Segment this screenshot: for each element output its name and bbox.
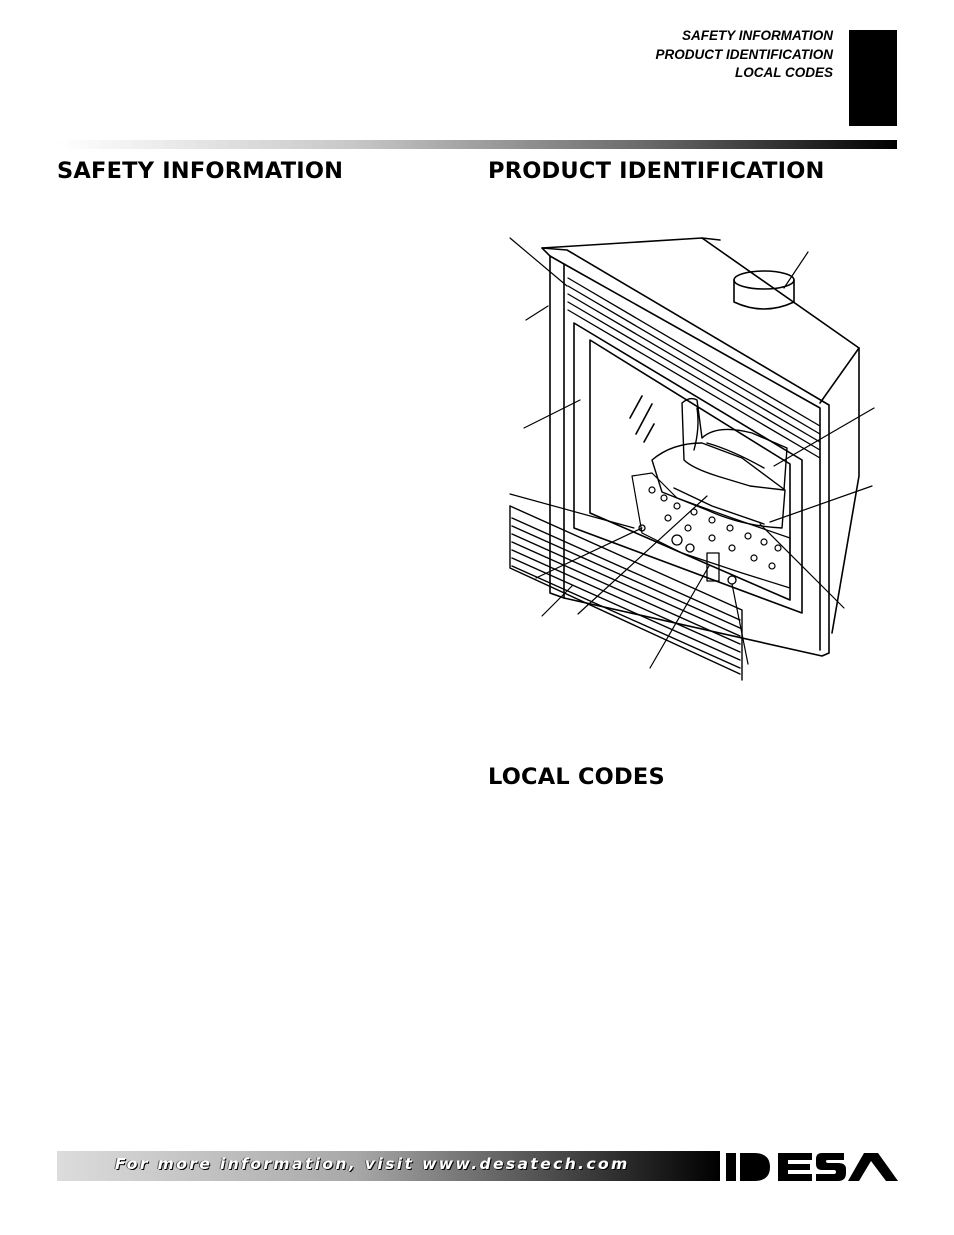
top-louvers — [567, 277, 821, 459]
fireplace-diagram — [509, 237, 875, 681]
fireplace-cabinet — [541, 237, 860, 634]
footer-banner: For more information, visit www.desatech… — [57, 1151, 720, 1181]
vent-collar — [733, 270, 795, 310]
control-panel — [638, 524, 737, 585]
firebox-opening — [573, 322, 803, 614]
header-item-product: PRODUCT IDENTIFICATION — [655, 46, 834, 62]
ember-bed — [631, 472, 791, 589]
bottom-louver-grille — [509, 505, 743, 681]
footer-website-text: For more information, visit www.desatech… — [115, 1155, 630, 1173]
diagram-leader-lines — [509, 237, 875, 669]
section-tab-marker — [849, 30, 897, 126]
desa-logo — [726, 1153, 898, 1181]
safety-information-heading: SAFETY INFORMATION — [57, 158, 344, 184]
product-identification-heading: PRODUCT IDENTIFICATION — [488, 158, 825, 184]
header-item-safety: SAFETY INFORMATION — [682, 28, 833, 43]
header-item-local-codes: LOCAL CODES — [734, 65, 833, 80]
log-set — [651, 397, 788, 529]
face-frame — [541, 247, 830, 657]
local-codes-heading: LOCAL CODES — [488, 764, 665, 790]
header-section-index: SAFETY INFORMATION PRODUCT IDENTIFICATIO… — [656, 27, 834, 83]
header-gradient-rule — [57, 140, 897, 149]
